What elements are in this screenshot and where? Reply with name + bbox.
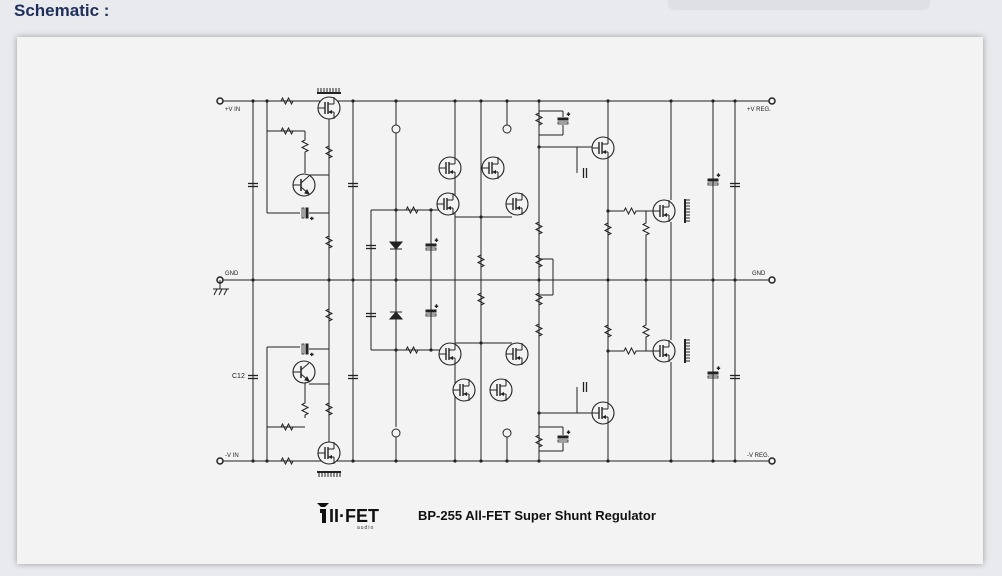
heatsink-output-bottom: [683, 338, 691, 364]
heatsink-bottom: [316, 470, 342, 478]
fet-q1: [438, 156, 462, 180]
fet-q5: [438, 342, 462, 366]
fet-shunt-bottom: [591, 401, 615, 425]
alpha-fet-logo: II·FET audio: [317, 503, 379, 531]
vin-neg-label: -V IN: [225, 453, 239, 459]
fet-q7: [452, 378, 476, 402]
terminals: [216, 97, 776, 465]
c12-label: C12: [232, 373, 245, 380]
diff-pair-section: [431, 101, 512, 461]
input-filter-bottom: [247, 280, 359, 465]
fet-q4: [505, 192, 529, 216]
fet-output-bottom: [652, 339, 676, 363]
vreg-neg-label: -V REG.: [747, 453, 770, 459]
schematic-title: BP-255 All-FET Super Shunt Regulator: [418, 508, 656, 523]
page-heading: Schematic :: [14, 1, 110, 20]
gnd-left-label: GND: [225, 271, 239, 277]
pass-fet-top: [317, 96, 341, 120]
fet-q3: [436, 192, 460, 216]
heatsink-output-top: [683, 198, 691, 224]
schematic-diagram: +: [213, 87, 776, 531]
gnd-right-label: GND: [752, 271, 766, 277]
vin-pos-label: +V IN: [225, 107, 240, 113]
output-section: [604, 101, 741, 461]
fet-output-top: [652, 199, 676, 223]
reference-section: [365, 101, 439, 461]
power-rails: [220, 100, 772, 462]
fet-q2: [481, 156, 505, 180]
fet-q8: [489, 378, 513, 402]
logo-text: II·FET: [329, 506, 379, 526]
bias-network: [502, 101, 607, 461]
vreg-pos-label: +V REG.: [747, 107, 771, 113]
schematic-panel: +: [17, 37, 983, 564]
junction-dots: [251, 99, 737, 463]
logo-subtext: audio: [357, 525, 374, 531]
fet-q6: [505, 342, 529, 366]
header-tab-shadow: [668, 0, 930, 10]
fet-shunt-top: [591, 136, 615, 160]
ground-symbol: [213, 280, 229, 296]
input-filter-top: [247, 97, 359, 280]
pass-fet-bottom: [317, 441, 341, 465]
heatsink-top: [316, 87, 342, 95]
